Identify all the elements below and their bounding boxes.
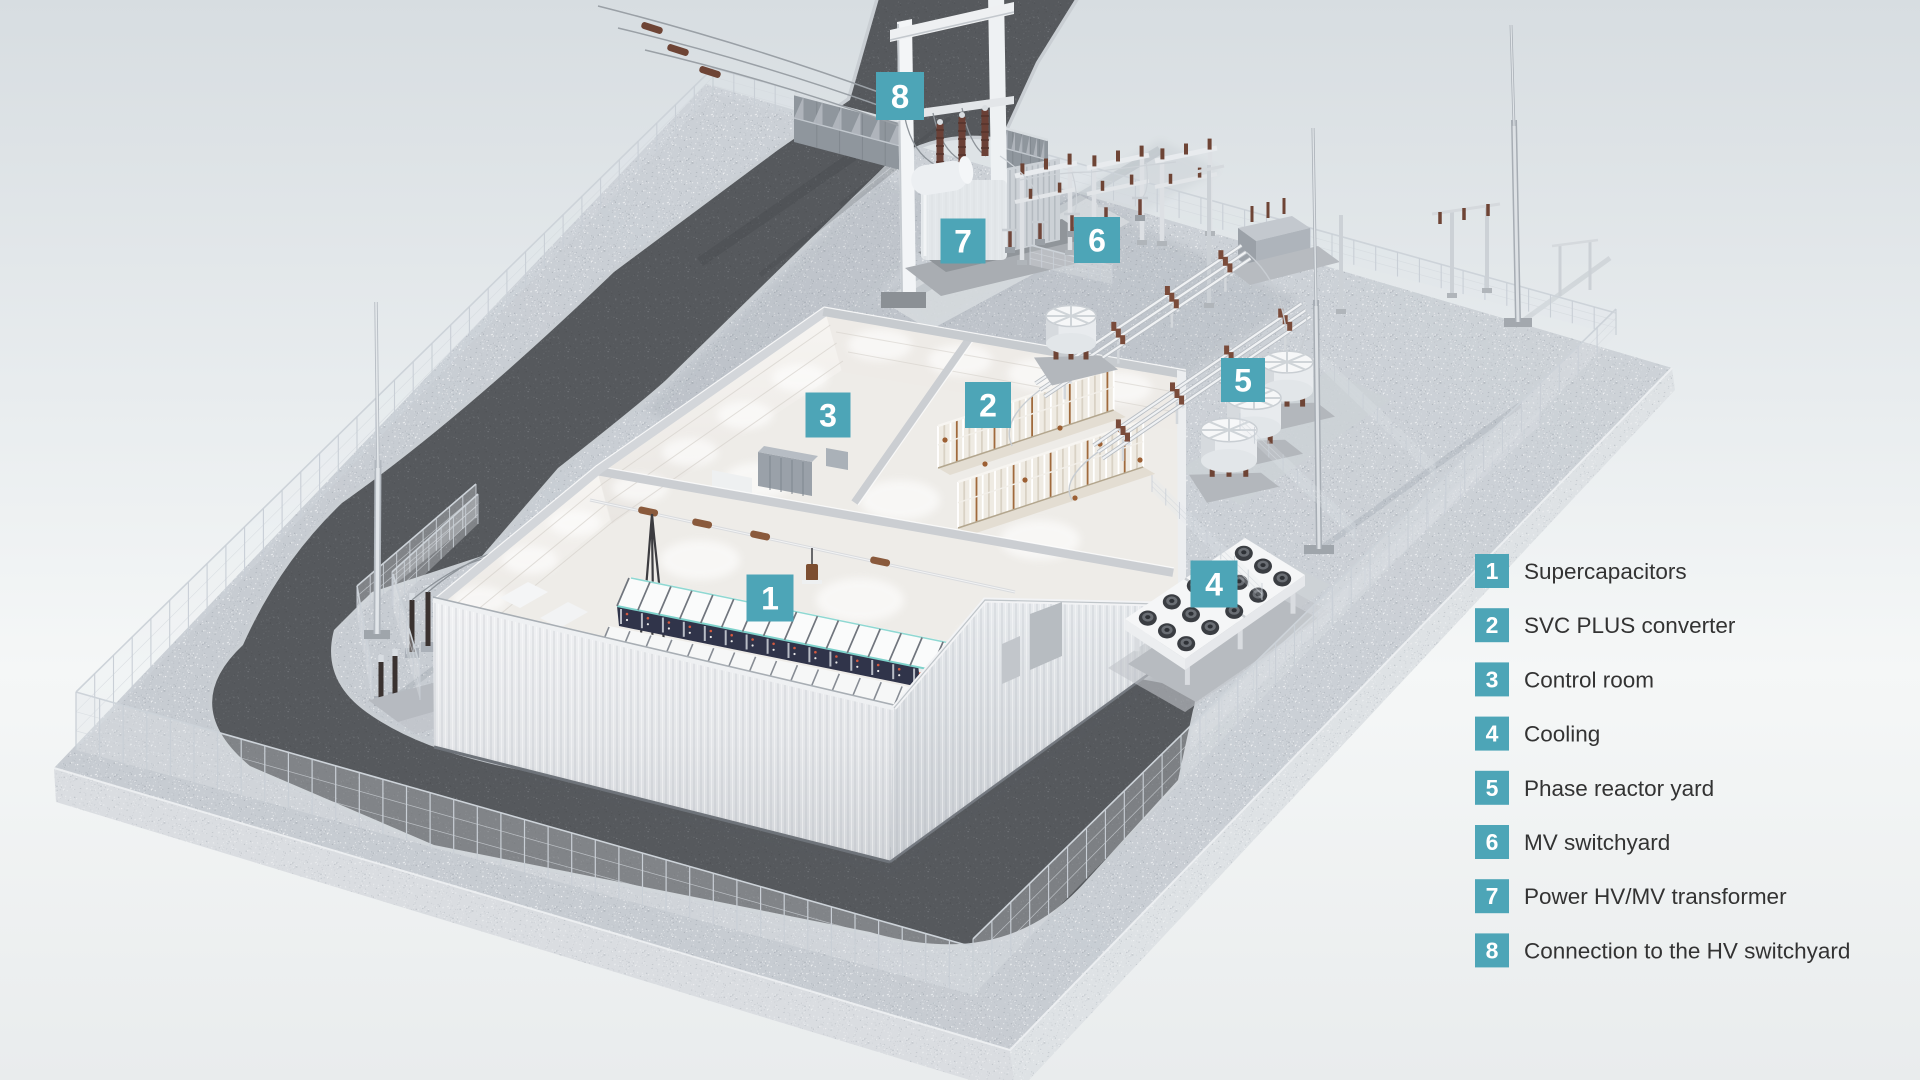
svg-text:4: 4	[1205, 567, 1223, 603]
svg-text:3: 3	[819, 398, 837, 434]
svg-text:6: 6	[1088, 223, 1106, 259]
svg-text:7: 7	[954, 224, 972, 260]
svg-text:1: 1	[761, 581, 779, 617]
svg-text:Supercapacitors: Supercapacitors	[1524, 559, 1687, 584]
svg-text:5: 5	[1234, 363, 1252, 399]
svg-text:MV switchyard: MV switchyard	[1524, 830, 1670, 855]
svg-text:1: 1	[1486, 558, 1499, 584]
svg-text:5: 5	[1486, 775, 1499, 801]
svg-text:Control room: Control room	[1524, 667, 1654, 692]
svg-text:8: 8	[1486, 937, 1499, 963]
svg-text:2: 2	[1486, 612, 1499, 638]
svg-text:Power HV/MV transformer: Power HV/MV transformer	[1524, 884, 1787, 909]
svg-text:7: 7	[1486, 883, 1499, 909]
svg-text:4: 4	[1486, 721, 1499, 747]
svg-text:8: 8	[891, 78, 909, 115]
svg-text:Connection to the HV switchyar: Connection to the HV switchyard	[1524, 938, 1850, 963]
svg-text:6: 6	[1486, 829, 1499, 855]
svg-text:SVC PLUS converter: SVC PLUS converter	[1524, 613, 1736, 638]
svg-text:Phase reactor yard: Phase reactor yard	[1524, 776, 1714, 801]
svg-text:Cooling: Cooling	[1524, 722, 1600, 747]
svg-text:3: 3	[1486, 666, 1499, 692]
svg-text:2: 2	[979, 388, 997, 424]
